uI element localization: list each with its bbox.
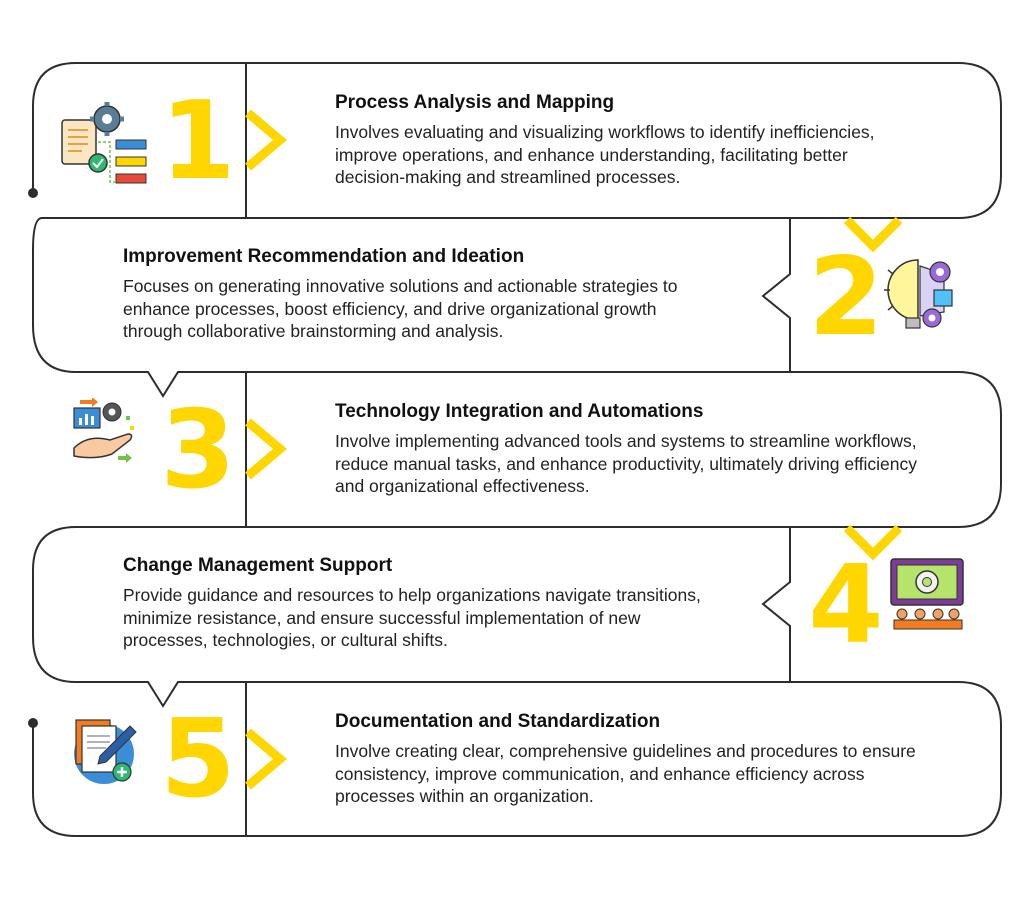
step-3-number: 3	[160, 388, 236, 513]
step-1-description: Involves evaluating and visualizing work…	[335, 122, 875, 187]
step-4-number: 4	[808, 543, 884, 668]
step-2-title: Improvement Recommendation and Ideation	[123, 246, 525, 267]
step-3-title: Technology Integration and Automations	[335, 401, 704, 422]
ribbon-endpoint-top	[28, 188, 38, 198]
step-5-description: Involve creating clear, comprehensive gu…	[335, 741, 916, 806]
step-2-description: Focuses on generating innovative solutio…	[123, 276, 678, 341]
step-1-title: Process Analysis and Mapping	[335, 92, 615, 113]
left-connector-line	[32, 62, 77, 193]
step-2-number: 2	[808, 235, 884, 360]
process-flowchart-icon	[58, 102, 150, 195]
lightbulb-gears-icon	[882, 256, 960, 339]
step-1-chevron	[245, 109, 287, 171]
step-2-panel	[32, 217, 1002, 528]
hand-automation-icon	[70, 397, 140, 469]
document-edit-icon	[72, 716, 138, 791]
step-3-description: Involve implementing advanced tools and …	[335, 431, 918, 496]
ribbon-endpoint-bottom	[28, 718, 38, 728]
step-4-chevron	[843, 524, 903, 561]
step-1-panel	[42, 62, 1002, 219]
step-4-panel	[32, 526, 1002, 837]
step-2-chevron	[843, 216, 903, 253]
presentation-screen-icon	[888, 556, 966, 637]
step-5-chevron	[245, 728, 287, 790]
step-2-divider	[761, 218, 791, 372]
step-3-chevron	[245, 418, 287, 480]
step-4-divider	[761, 527, 791, 682]
step-5-number: 5	[160, 697, 236, 822]
step-4-description: Provide guidance and resources to help o…	[123, 585, 701, 650]
step-5-title: Documentation and Standardization	[335, 711, 661, 732]
step-1-number: 1	[160, 79, 236, 204]
step-4-title: Change Management Support	[123, 555, 393, 576]
